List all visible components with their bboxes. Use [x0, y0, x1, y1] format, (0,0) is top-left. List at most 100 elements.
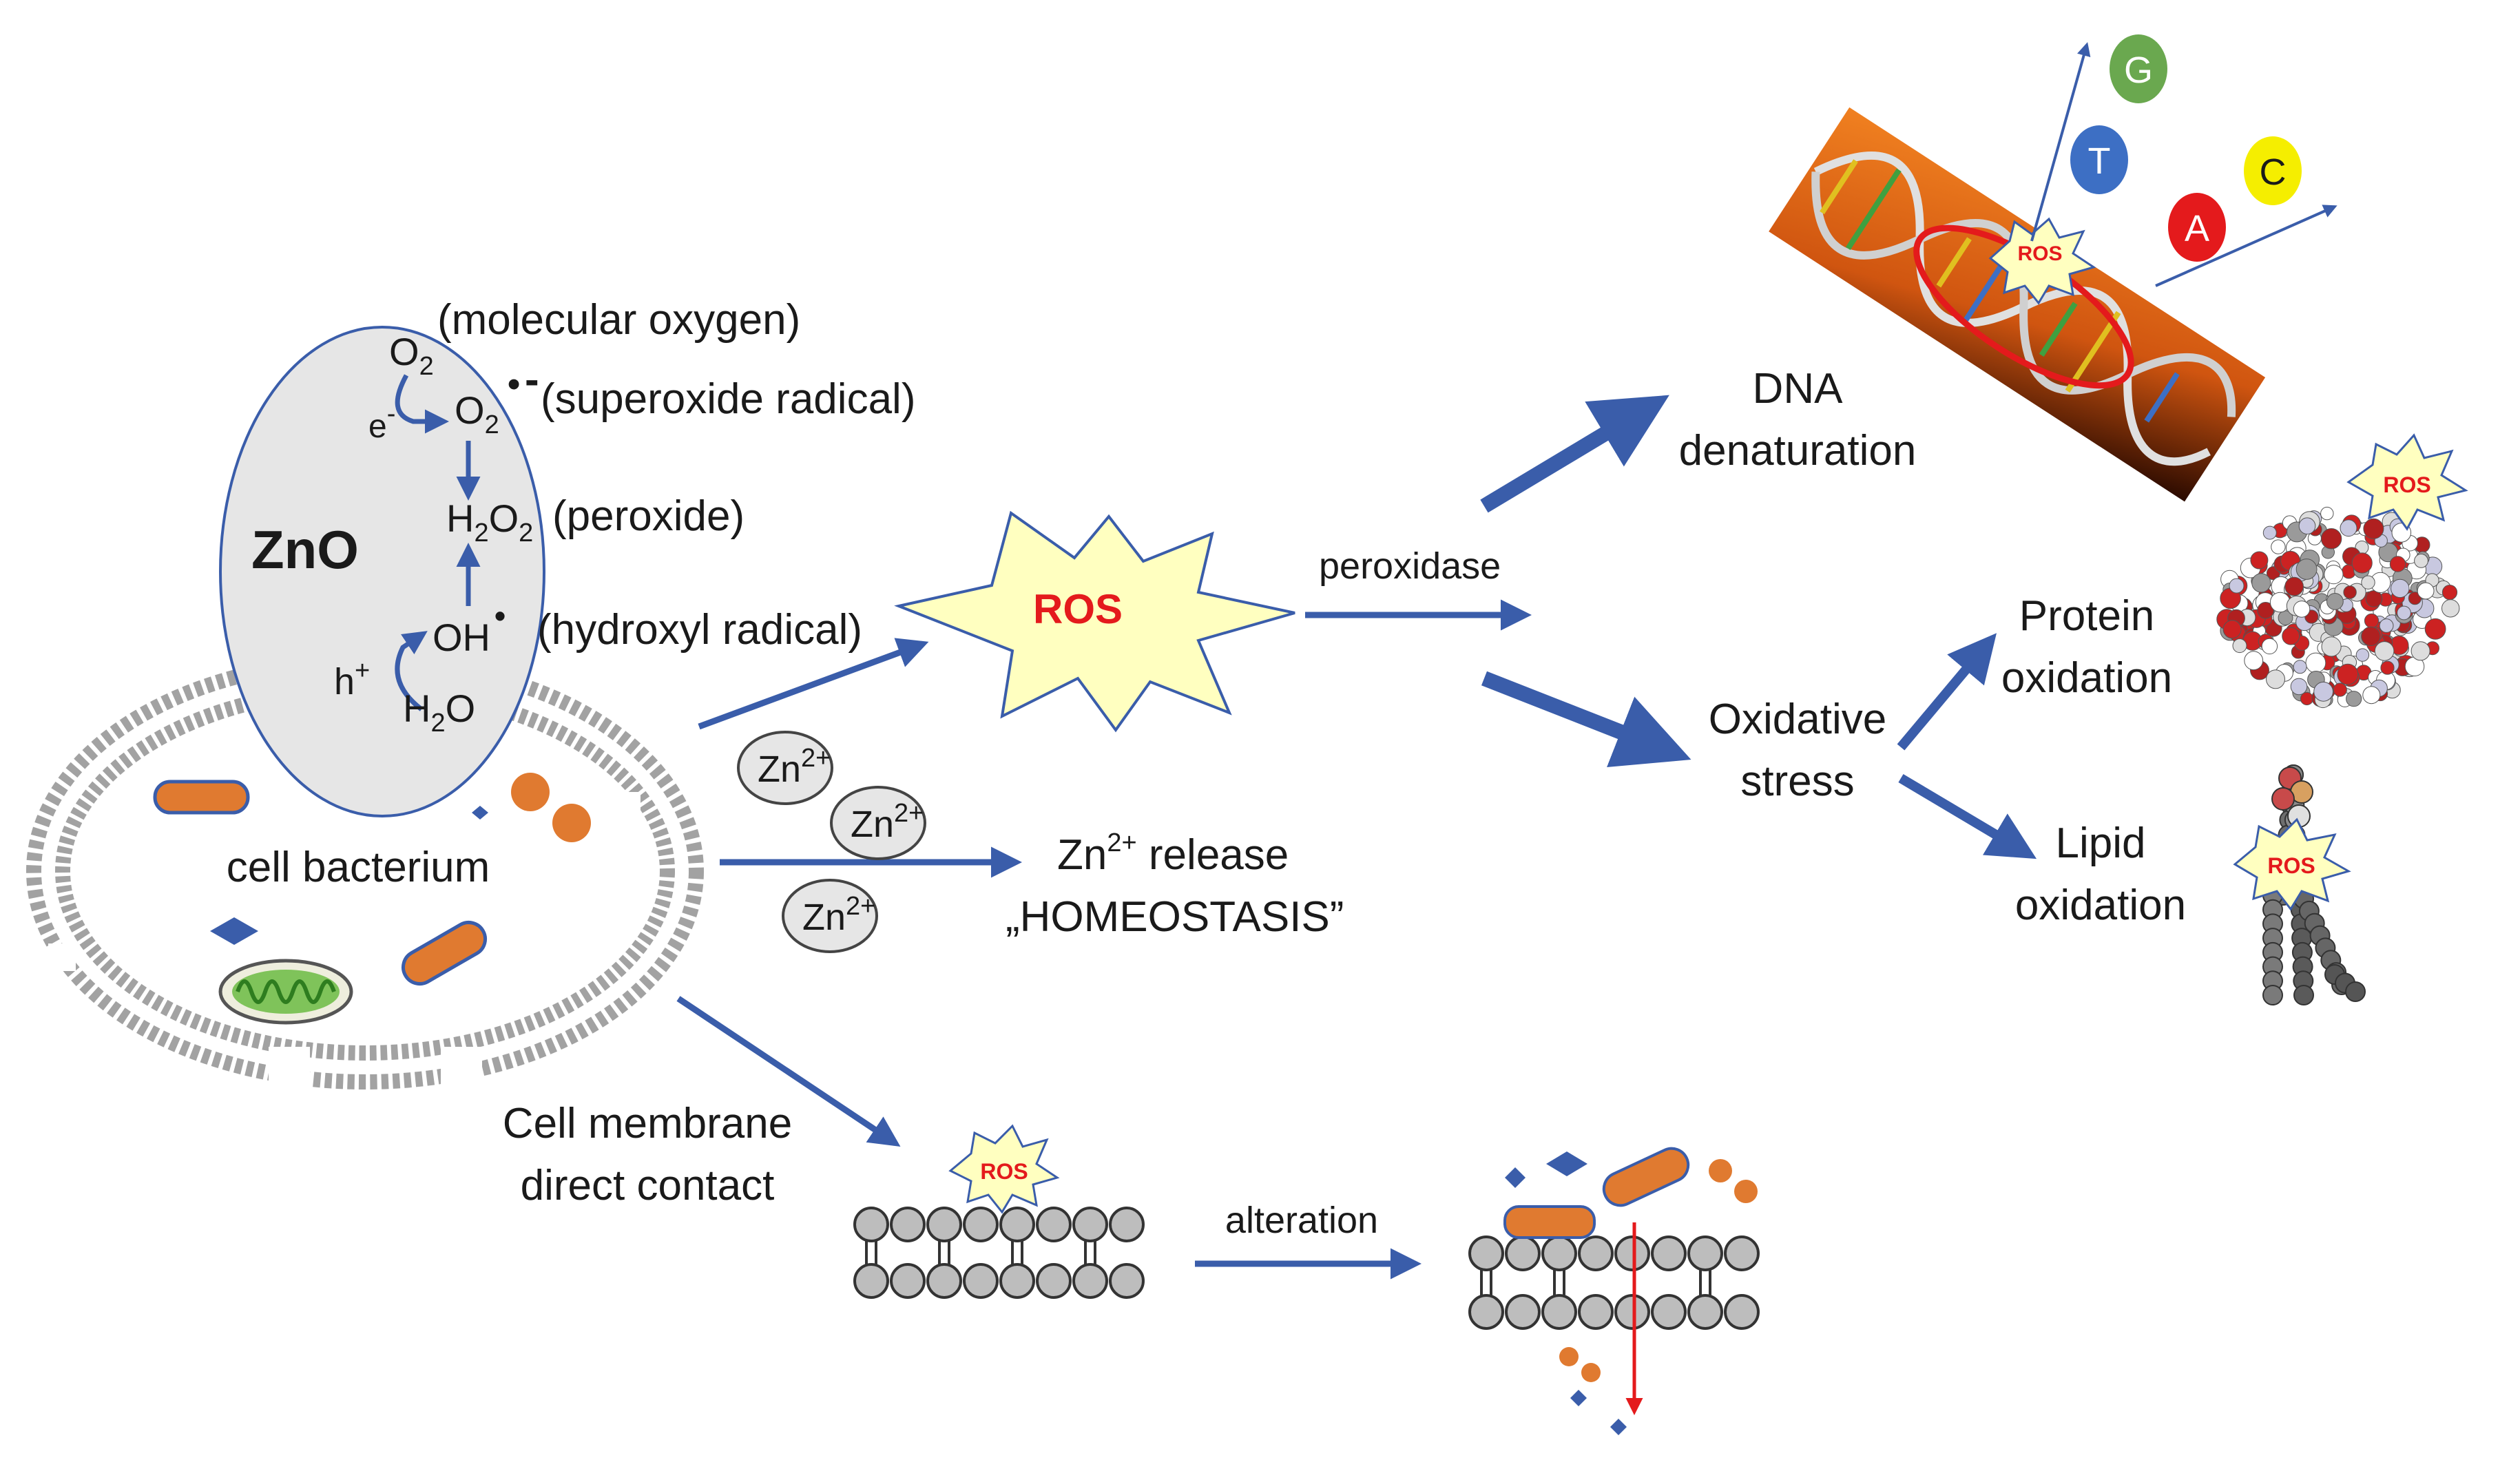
protein-atom [2293, 601, 2311, 618]
base-release-arrow [2155, 205, 2337, 287]
protein-atom [2361, 575, 2375, 590]
protein-atom [2282, 627, 2300, 645]
membrane-contact-label-2: direct contact [521, 1162, 775, 1209]
protein-atom [2293, 660, 2307, 674]
protein-atom [2284, 576, 2304, 596]
zno-title: ZnO [251, 519, 359, 580]
protein-atom [2333, 682, 2347, 697]
zn-ion: Zn2+ [737, 731, 833, 805]
protein-atom [2232, 638, 2247, 654]
protein-atom [2257, 602, 2274, 619]
dna-helix-image: ROS [1769, 42, 2337, 502]
dna-background [1769, 107, 2266, 502]
protein-atom [2414, 554, 2428, 568]
protein-oxidation-label-1: Protein [2019, 592, 2154, 640]
protein-atom [2320, 506, 2334, 521]
protein-atom [2324, 565, 2344, 585]
superoxide-radical-label: (superoxide radical) [541, 375, 915, 423]
ros-small-burst: ROS [948, 1124, 1060, 1214]
o2-formula: O2 [389, 330, 434, 381]
svg-text:Zn2+: Zn2+ [758, 744, 831, 790]
protein-atom [2251, 573, 2271, 593]
homeostasis-label: „HOMEOSTASIS” [1006, 893, 1344, 941]
orange-granule [511, 773, 550, 811]
protein-atom [2340, 519, 2357, 537]
protein-atom [2300, 691, 2314, 706]
svg-text:Zn2+: Zn2+ [851, 799, 924, 845]
rod-organelle [1503, 1205, 1596, 1239]
arrow-to-protein [1897, 633, 1997, 751]
peroxide-label: (peroxide) [552, 492, 744, 540]
membrane-segment-intact [853, 1207, 1145, 1299]
protein-atom [2410, 641, 2430, 661]
membrane-segment-damaged [1468, 1147, 1760, 1435]
blue-diamond [1546, 1151, 1587, 1176]
svg-text:Zn2+: Zn2+ [802, 892, 875, 938]
oxidative-stress-label-1: Oxidative [1709, 696, 1886, 743]
blue-diamond [210, 917, 258, 945]
svg-text:C: C [2260, 152, 2287, 193]
electron-label: e- [368, 399, 395, 445]
oxidative-stress-label-2: stress [1740, 758, 1854, 805]
peroxidase-label: peroxidase [1319, 545, 1501, 587]
protein-oxidation-label-2: oxidation [2001, 654, 2172, 702]
superoxide-dot: • [508, 364, 520, 404]
protein-atom [2320, 528, 2342, 550]
dna-denaturation-label-2: denaturation [1679, 427, 1917, 474]
hole-transfer-arrow [395, 631, 428, 711]
protein-atom [2298, 517, 2316, 535]
protein-atom [2337, 663, 2359, 685]
cell-bacterium-label: cell bacterium [227, 844, 490, 891]
lipid-atom [2262, 985, 2283, 1005]
rod-organelle [1602, 1147, 1690, 1207]
protein-atom [2266, 669, 2285, 689]
protein-atom [2326, 593, 2344, 610]
protein-atom [2355, 648, 2370, 662]
protein-atom [2343, 585, 2357, 599]
base-release-arrow [2030, 42, 2091, 242]
rod-organelle [401, 921, 488, 985]
ros-star [894, 510, 1295, 733]
svg-text:ROS: ROS [2017, 242, 2062, 265]
blue-diamond [1505, 1167, 1525, 1188]
rod-organelle [153, 780, 250, 815]
protein-atom [2261, 638, 2278, 655]
protein-atom [2305, 652, 2326, 674]
protein-atom [2362, 686, 2381, 705]
ros-burst: ROS [894, 510, 1295, 733]
base-g: G [2110, 34, 2167, 103]
protein-atom [2244, 651, 2264, 671]
protein-atom [2441, 599, 2460, 618]
lipid-oxidation-label-2: oxidation [2015, 882, 2186, 929]
protein-atom [2346, 691, 2362, 707]
zn-release-label: Zn2+ release [1057, 828, 1289, 879]
protein-atom [2313, 681, 2334, 702]
protein-atom [2391, 578, 2410, 598]
orange-granule [552, 804, 591, 842]
ros-main-label: ROS [1033, 586, 1123, 632]
zno-ellipse [219, 326, 545, 817]
protein-atom [2389, 556, 2406, 572]
arrow-to-dna [1480, 395, 1669, 513]
alteration-label: alteration [1225, 1200, 1378, 1241]
svg-text:T: T [2088, 140, 2111, 182]
base-t: T [2070, 125, 2128, 194]
ros-dna-burst: ROS [1988, 217, 2096, 305]
protein-atom [2379, 618, 2394, 633]
blue-diamond [472, 806, 488, 820]
hydroxyl-dot: • [494, 598, 506, 634]
protein-atom [2229, 578, 2245, 594]
hydroxyl-radical-label: (hydroxyl radical) [537, 606, 862, 654]
lipid-oxidation-label-1: Lipid [2056, 820, 2146, 867]
lipid-atom [2293, 985, 2314, 1005]
dna-denaturation-label-1: DNA [1753, 365, 1844, 413]
protein-molecule-image [2216, 506, 2460, 709]
hole-label: h+ [334, 656, 370, 702]
protein-atom [2351, 552, 2373, 574]
peroxide-formula: H2O2 [446, 497, 533, 548]
base-a: A [2168, 193, 2226, 262]
molecular-oxygen-label: (molecular oxygen) [437, 296, 800, 344]
protein-atom [2222, 620, 2242, 639]
protein-atom [2365, 590, 2383, 607]
